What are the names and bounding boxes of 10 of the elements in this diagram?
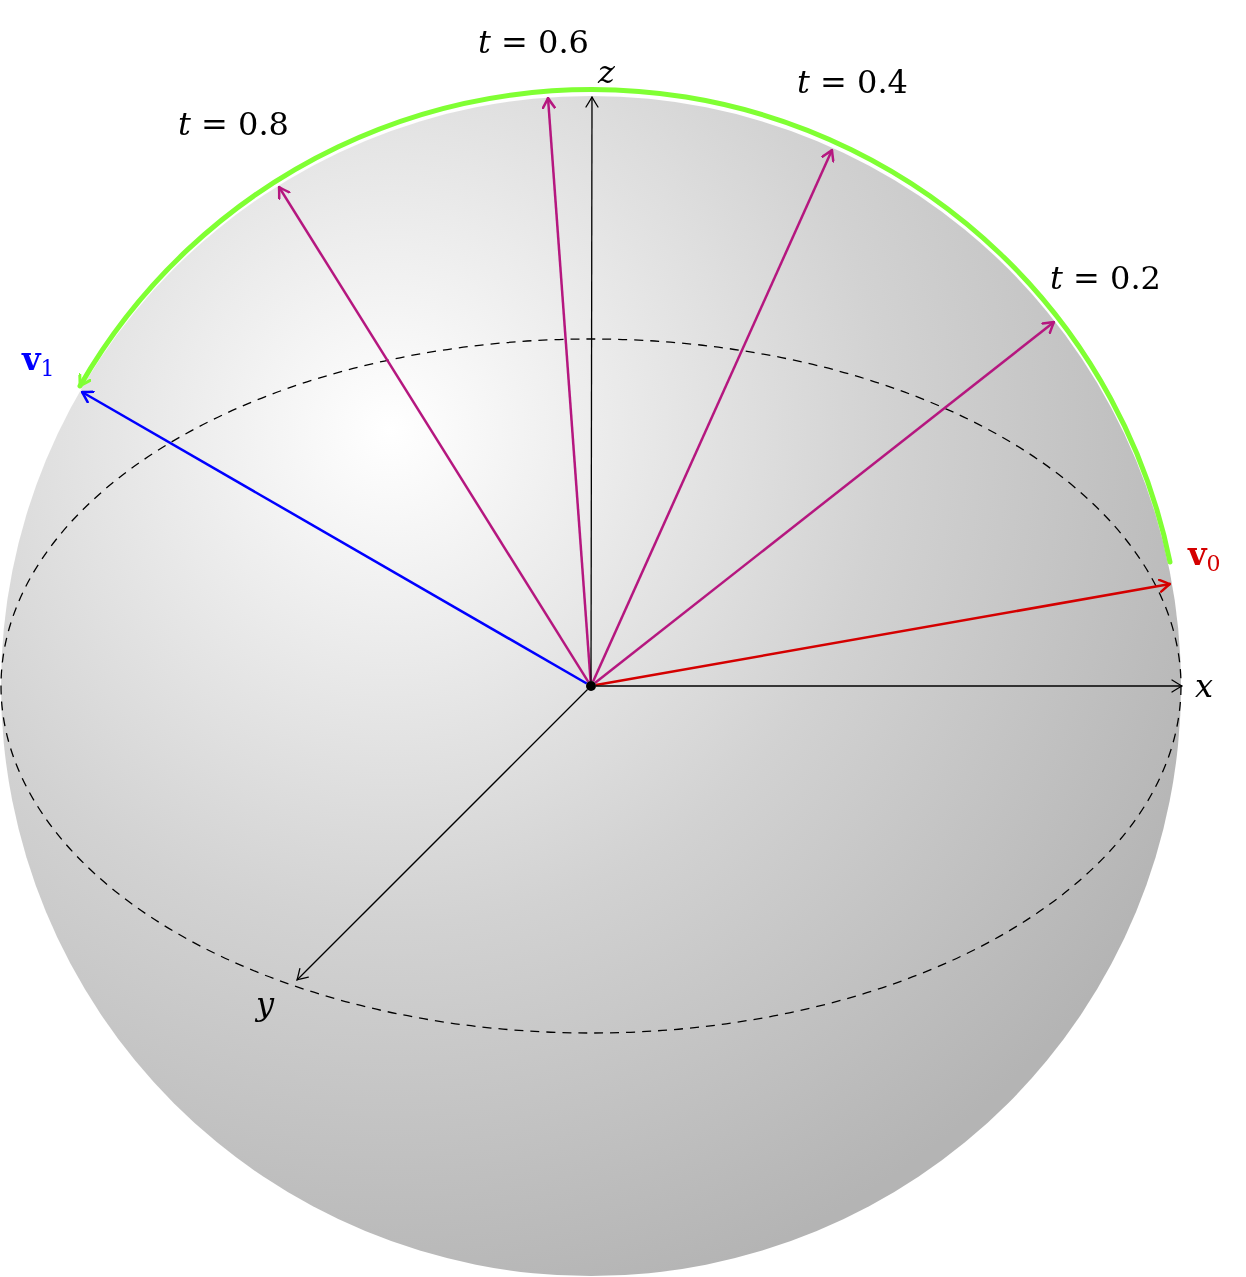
vector-label: v$_{0}$ [1188, 538, 1221, 575]
origin-point [586, 681, 596, 691]
axis-label: x [1195, 670, 1214, 702]
vector-label: t = 0.4 [797, 66, 908, 98]
axis-label: z [598, 56, 615, 88]
vector-label: t = 0.2 [1050, 262, 1161, 294]
vector-label: v$_{1}$ [22, 343, 55, 380]
vector-label: t = 0.8 [178, 108, 289, 140]
vector-label: t = 0.6 [478, 26, 589, 58]
axis-label: y [256, 988, 275, 1020]
